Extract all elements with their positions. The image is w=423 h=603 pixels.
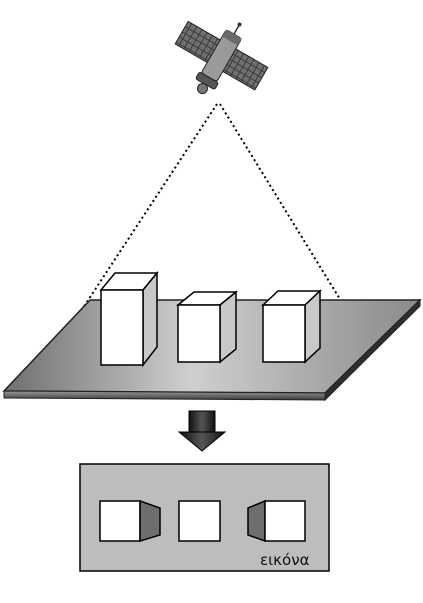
image-object-1-shadow [139, 499, 161, 543]
image-object-3-shadow [247, 499, 266, 543]
image-object-3 [264, 500, 306, 542]
down-arrow-icon [177, 410, 227, 452]
image-label: εικόνα [260, 551, 310, 569]
building-2 [175, 290, 239, 364]
satellite-icon [174, 20, 269, 95]
image-panel: εικόνα [79, 463, 330, 572]
building-1 [99, 270, 159, 368]
image-object-2 [178, 500, 221, 542]
image-object-1 [99, 500, 141, 542]
building-3 [261, 289, 322, 364]
